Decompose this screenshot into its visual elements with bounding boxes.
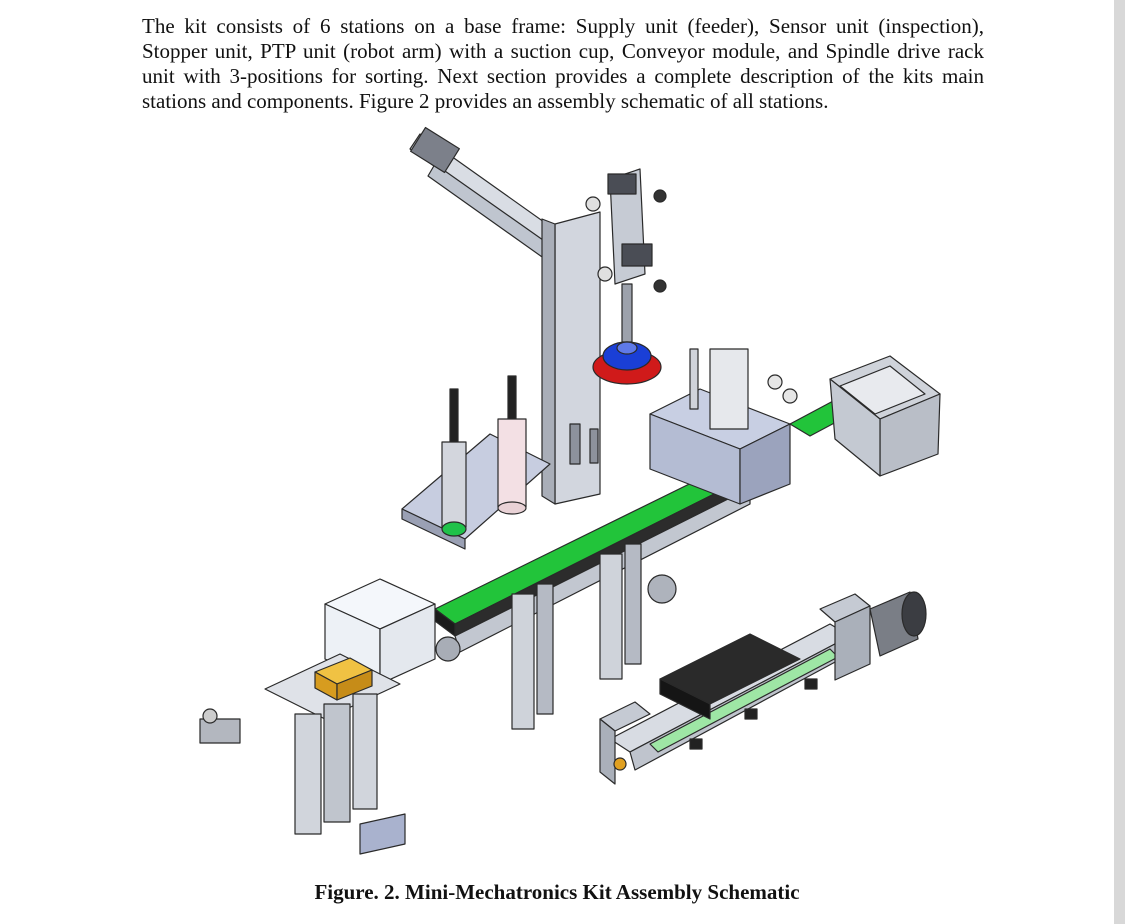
figure-2 xyxy=(190,124,950,864)
ptp-robot-arm-unit xyxy=(409,126,667,505)
stopper-unit xyxy=(649,348,798,505)
spindle-drive-rack-unit xyxy=(599,591,927,785)
viewer-edge xyxy=(1114,0,1125,924)
sensor-unit xyxy=(401,375,551,550)
conveyor-module xyxy=(434,391,871,730)
output-hopper xyxy=(829,355,941,477)
body-paragraph: The kit consists of 6 stations on a base… xyxy=(142,14,984,113)
supply-unit-feeder xyxy=(199,578,436,855)
assembly-schematic-illustration xyxy=(199,126,941,855)
figure-caption: Figure. 2. Mini-Mechatronics Kit Assembl… xyxy=(314,880,800,904)
